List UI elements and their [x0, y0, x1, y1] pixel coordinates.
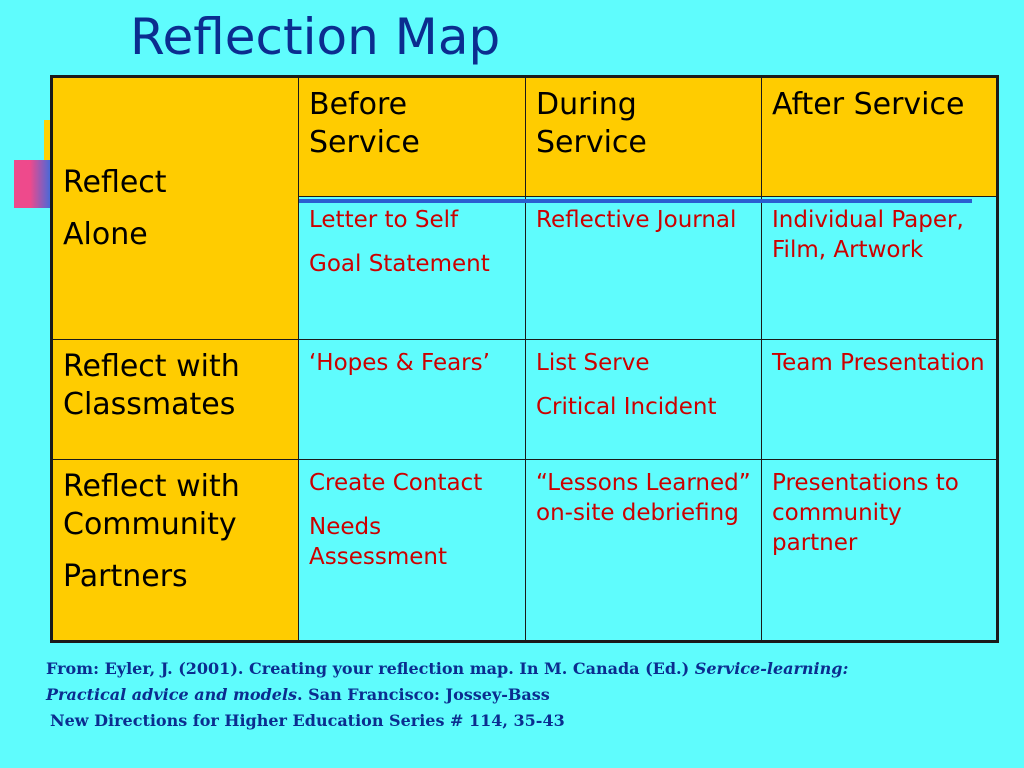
citation-line-3: New Directions for Higher Education Seri… [50, 711, 565, 730]
column-header-during-service: During Service [525, 76, 762, 197]
cell-item: Goal Statement [309, 251, 490, 277]
cell-classmates-after: Team Presentation [761, 339, 998, 460]
cell-community-during: “Lessons Learned” on-site debriefing [525, 459, 762, 642]
cell-alone-during: Reflective Journal [525, 196, 762, 340]
citation-line-2: Practical advice and models. San Francis… [46, 682, 848, 708]
cell-community-before: Create Contact Needs Assessment [298, 459, 526, 642]
citation-footer: From: Eyler, J. (2001). Creating your re… [46, 656, 848, 734]
column-header-before-service: Before Service [298, 76, 526, 197]
cell-item: Create Contact [309, 470, 483, 496]
row-header-line: Reflect with Classmates [63, 349, 240, 422]
cell-item: Presentations to community partner [772, 470, 959, 556]
citation-italic-title: Practical advice and models [46, 685, 298, 704]
cell-classmates-before: ‘Hopes & Fears’ [298, 339, 526, 460]
row-header-line: Partners [63, 559, 188, 594]
row-header-line: Alone [63, 216, 148, 252]
cell-item: Individual Paper, Film, Artwork [772, 207, 964, 263]
citation-italic-title: Service-learning: [694, 659, 849, 678]
slide-title: Reflection Map [130, 8, 501, 66]
cell-item: Team Presentation [772, 350, 985, 376]
header-divider-line [299, 199, 972, 203]
cell-item: Critical Incident [536, 394, 717, 420]
cell-alone-before: Letter to Self Goal Statement [298, 196, 526, 340]
column-header-after-service: After Service [761, 76, 998, 197]
cell-community-after: Presentations to community partner [761, 459, 998, 642]
citation-text: From: Eyler, J. (2001). Creating your re… [46, 659, 695, 678]
cell-item: Needs Assessment [309, 514, 447, 570]
cell-item: Letter to Self [309, 207, 459, 233]
cell-item: ‘Hopes & Fears’ [309, 350, 490, 376]
decorative-square-pink-blue [14, 160, 50, 208]
cell-item: Reflective Journal [536, 207, 737, 233]
row-header-line: Reflect [63, 164, 167, 200]
cell-item: “Lessons Learned” on-site debriefing [536, 470, 751, 526]
row-header-line: Reflect with Community [63, 469, 240, 542]
reflection-map-table: Reflect Alone Before Service During Serv… [50, 75, 999, 643]
citation-text: . San Francisco: Jossey-Bass [297, 685, 550, 704]
cell-classmates-during: List Serve Critical Incident [525, 339, 762, 460]
citation-line-1: From: Eyler, J. (2001). Creating your re… [46, 656, 848, 682]
row-header-reflect-with-community-partners: Reflect with Community Partners [51, 459, 299, 642]
row-header-reflect-with-classmates: Reflect with Classmates [51, 339, 299, 460]
row-header-reflect-alone: Reflect Alone [51, 76, 299, 340]
cell-item: List Serve [536, 350, 650, 376]
cell-alone-after: Individual Paper, Film, Artwork [761, 196, 998, 340]
